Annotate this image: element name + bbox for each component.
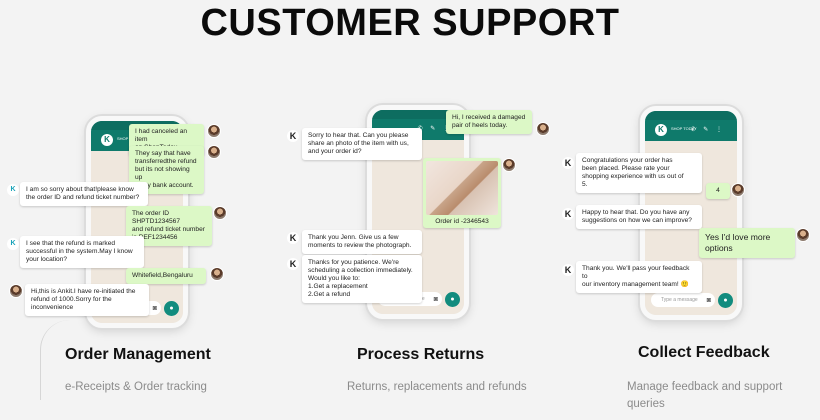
customer-avatar <box>796 228 810 242</box>
contact-avatar: K <box>101 134 113 146</box>
message-bubble: Whitefield,Bengaluru <box>126 268 206 284</box>
customer-avatar <box>213 206 227 220</box>
message-bubble: I see that the refund is marked successf… <box>20 236 144 268</box>
customer-avatar <box>731 183 745 197</box>
damaged-heels-photo[interactable]: Order id -2346543 <box>423 158 501 228</box>
camera-icon[interactable]: ◙ <box>152 305 157 312</box>
mic-button[interactable]: ● <box>718 293 733 308</box>
bot-avatar: K <box>287 258 299 270</box>
message-bubble: I am so sorry about that!please know the… <box>20 182 148 206</box>
call-icons[interactable]: ✆ ✎ ⋮ <box>417 126 452 132</box>
contact-name: SHOP TODAY <box>671 126 697 131</box>
bot-avatar: K <box>7 238 19 250</box>
bot-avatar: K <box>287 130 299 142</box>
bot-avatar: K <box>7 184 19 196</box>
message-bubble: Thanks for you patience. We're schedulin… <box>302 255 422 303</box>
decorative-line <box>40 320 70 400</box>
customer-avatar <box>502 158 516 172</box>
message-bubble: Yes I'd love more options <box>699 228 795 258</box>
message-bubble: The order ID SHPTD1234567 and refund tic… <box>126 206 212 246</box>
mic-button[interactable]: ● <box>445 292 460 307</box>
column-title: Collect Feedback <box>638 344 770 361</box>
message-bubble: Hi, I received a damaged pair of heels t… <box>446 110 532 134</box>
bot-avatar: K <box>287 232 299 244</box>
column-title: Process Returns <box>357 346 485 363</box>
customer-avatar <box>207 124 221 138</box>
message-bubble: Hi,this is Ankit.I have re-initiated the… <box>25 284 149 316</box>
column-title: Order Management <box>65 346 211 363</box>
customer-avatar <box>207 145 221 159</box>
message-bubble: Happy to hear that. Do you have any sugg… <box>576 205 702 229</box>
customer-avatar <box>210 267 224 281</box>
column-subtitle: Returns, replacements and refunds <box>347 381 527 393</box>
bot-avatar: K <box>562 264 574 276</box>
message-input[interactable]: Type a message <box>651 293 715 307</box>
camera-icon[interactable]: ◙ <box>706 297 711 304</box>
call-icons[interactable]: ✆ ✎ ⋮ <box>690 127 725 133</box>
message-bubble: 4 <box>706 183 730 199</box>
page-title: CUSTOMER SUPPORT <box>200 2 620 44</box>
column-subtitle: Manage feedback and support queries <box>627 381 783 410</box>
agent-avatar <box>9 284 23 298</box>
camera-icon[interactable]: ◙ <box>433 296 438 303</box>
contact-avatar: K <box>655 124 667 136</box>
message-bubble: They say that have transferredthe refund… <box>129 146 204 194</box>
message-bubble: Sorry to hear that. Can you please share… <box>302 128 422 160</box>
message-bubble: Congratulations your order has been plac… <box>576 153 702 193</box>
customer-avatar <box>536 122 550 136</box>
bot-avatar: K <box>562 208 574 220</box>
order-id-caption: Order id -2346543 <box>435 218 489 225</box>
mic-button[interactable]: ● <box>164 301 179 316</box>
heel-image <box>426 161 498 215</box>
message-bubble: Thank you Jenn. Give us a few moments to… <box>302 230 422 254</box>
column-subtitle: e-Receipts & Order tracking <box>65 381 207 393</box>
bot-avatar: K <box>562 157 574 169</box>
message-bubble: Thank you. We'll pass your feedback to o… <box>576 261 702 293</box>
